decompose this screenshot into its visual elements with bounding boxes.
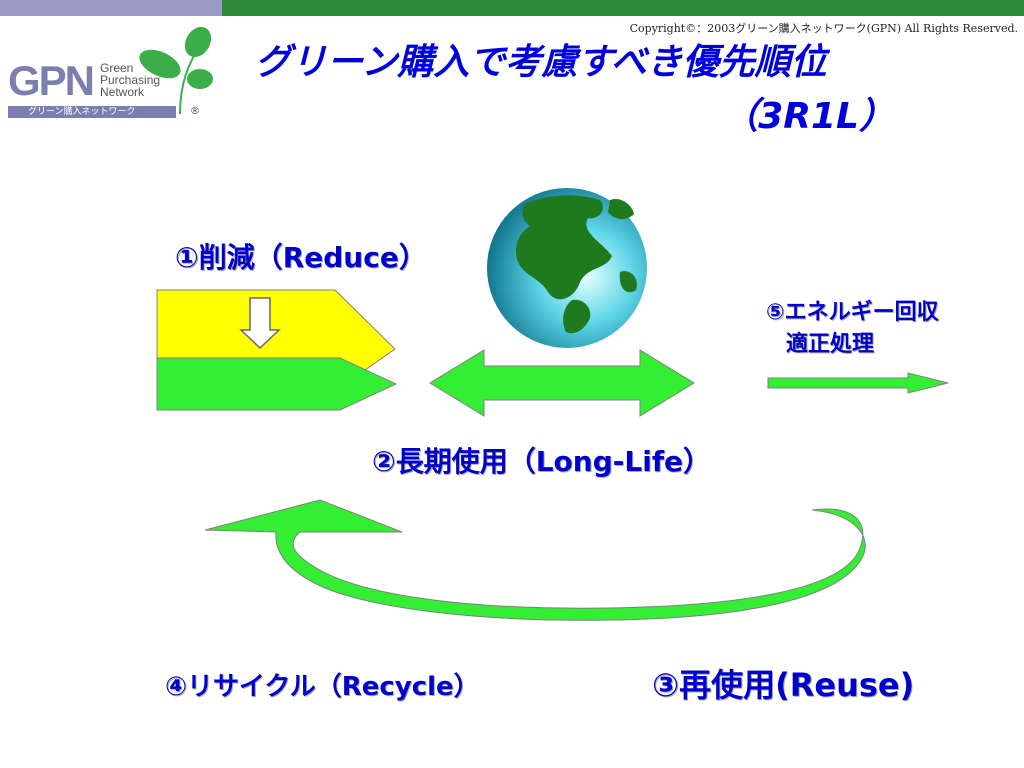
double-arrow-icon	[429, 349, 695, 417]
label-long-life: ②長期使用（Long-Life）	[372, 445, 711, 478]
title-sub: （3R1L）	[722, 96, 895, 137]
logo-words: Green Purchasing Network	[100, 62, 160, 98]
label-recycle: ④リサイクル（Recycle）	[165, 672, 480, 702]
logo-band: グリーン購入ネットワーク	[8, 106, 176, 118]
down-arrow-icon	[239, 297, 281, 350]
energy-arrow-icon	[767, 372, 949, 394]
label-energy-line1: ⑤エネルギー回収	[766, 300, 939, 325]
logo-word-network: Network	[100, 85, 145, 99]
label-reduce: ①削減（Reduce）	[175, 241, 427, 274]
cycle-arrow-icon	[204, 499, 866, 621]
label-energy-line2: 適正処理	[786, 332, 875, 357]
top-bar-left	[0, 0, 222, 16]
globe-icon	[487, 188, 647, 348]
label-reuse: ③再使用(Reuse)	[652, 666, 915, 704]
logo-gpn-text: GPN	[8, 57, 95, 104]
registered-mark: ®	[190, 106, 200, 117]
reduce-block	[156, 289, 398, 411]
label-energy-recovery: ⑤エネルギー回収 適正処理	[766, 297, 939, 361]
leaf-icon	[139, 26, 213, 115]
top-bar-right	[222, 0, 1024, 16]
copyright-notice: Copyright©：2003グリーン購入ネットワーク(GPN) All Rig…	[629, 22, 1018, 35]
gpn-logo: GPN Green Purchasing Network グリーン購入ネットワー…	[8, 24, 228, 124]
page-title: グリーン購入で考慮すべき優先順位 （3R1L）	[255, 36, 975, 144]
title-main: グリーン購入で考慮すべき優先順位	[255, 42, 827, 83]
logo-word-purchasing: Purchasing	[100, 73, 161, 87]
logo-word-green: Green	[100, 61, 134, 75]
